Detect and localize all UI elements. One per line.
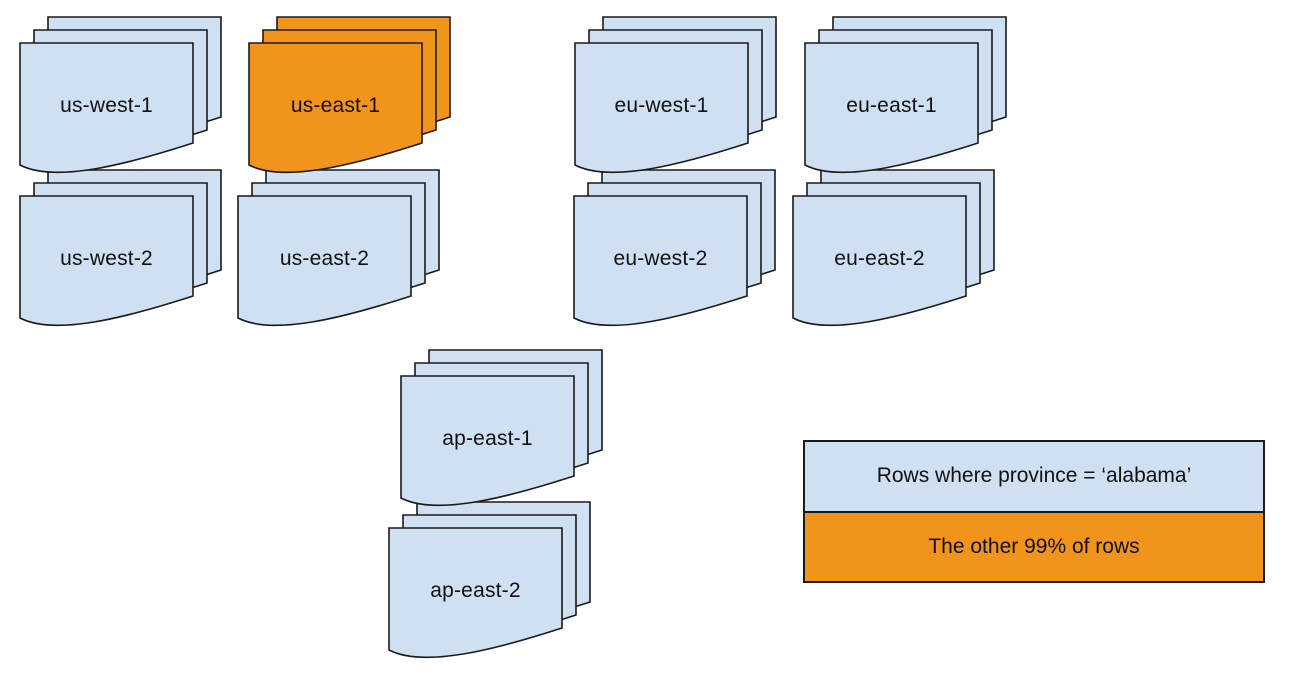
document-stack-icon — [804, 16, 1007, 174]
document-shape-front — [388, 527, 563, 659]
document-shape-front — [19, 195, 194, 327]
doc-stack-eu-east-2: eu-east-2 — [792, 169, 996, 329]
doc-stack-ap-east-1: ap-east-1 — [400, 349, 604, 509]
document-shape-front — [19, 42, 194, 174]
document-shape-front — [573, 195, 748, 327]
document-stack-icon — [400, 349, 603, 507]
legend-item-other-rows: The other 99% of rows — [805, 512, 1263, 581]
document-shape-front — [400, 375, 575, 507]
legend-item-alabama-rows: Rows where province = ‘alabama’ — [805, 442, 1263, 513]
document-stack-icon — [388, 501, 591, 659]
document-shape-front — [248, 42, 423, 174]
document-stack-icon — [248, 16, 451, 174]
doc-stack-ap-east-2: ap-east-2 — [388, 501, 592, 661]
document-stack-icon — [574, 16, 777, 174]
document-stack-icon — [19, 169, 222, 327]
document-shape-front — [237, 195, 412, 327]
legend-label: The other 99% of rows — [928, 534, 1140, 558]
document-stack-icon — [792, 169, 995, 327]
document-stack-icon — [237, 169, 440, 327]
document-shape-front — [574, 42, 749, 174]
doc-stack-us-west-1: us-west-1 — [19, 16, 223, 176]
legend: Rows where province = ‘alabama’ The othe… — [803, 440, 1265, 583]
doc-stack-eu-west-2: eu-west-2 — [573, 169, 777, 329]
document-shape-front — [804, 42, 979, 174]
doc-stack-us-east-2: us-east-2 — [237, 169, 441, 329]
document-stack-icon — [573, 169, 776, 327]
doc-stack-eu-east-1: eu-east-1 — [804, 16, 1008, 176]
legend-label: Rows where province = ‘alabama’ — [876, 464, 1192, 488]
doc-stack-us-east-1: us-east-1 — [248, 16, 452, 176]
doc-stack-us-west-2: us-west-2 — [19, 169, 223, 329]
document-stack-icon — [19, 16, 222, 174]
document-shape-front — [792, 195, 967, 327]
doc-stack-eu-west-1: eu-west-1 — [574, 16, 778, 176]
